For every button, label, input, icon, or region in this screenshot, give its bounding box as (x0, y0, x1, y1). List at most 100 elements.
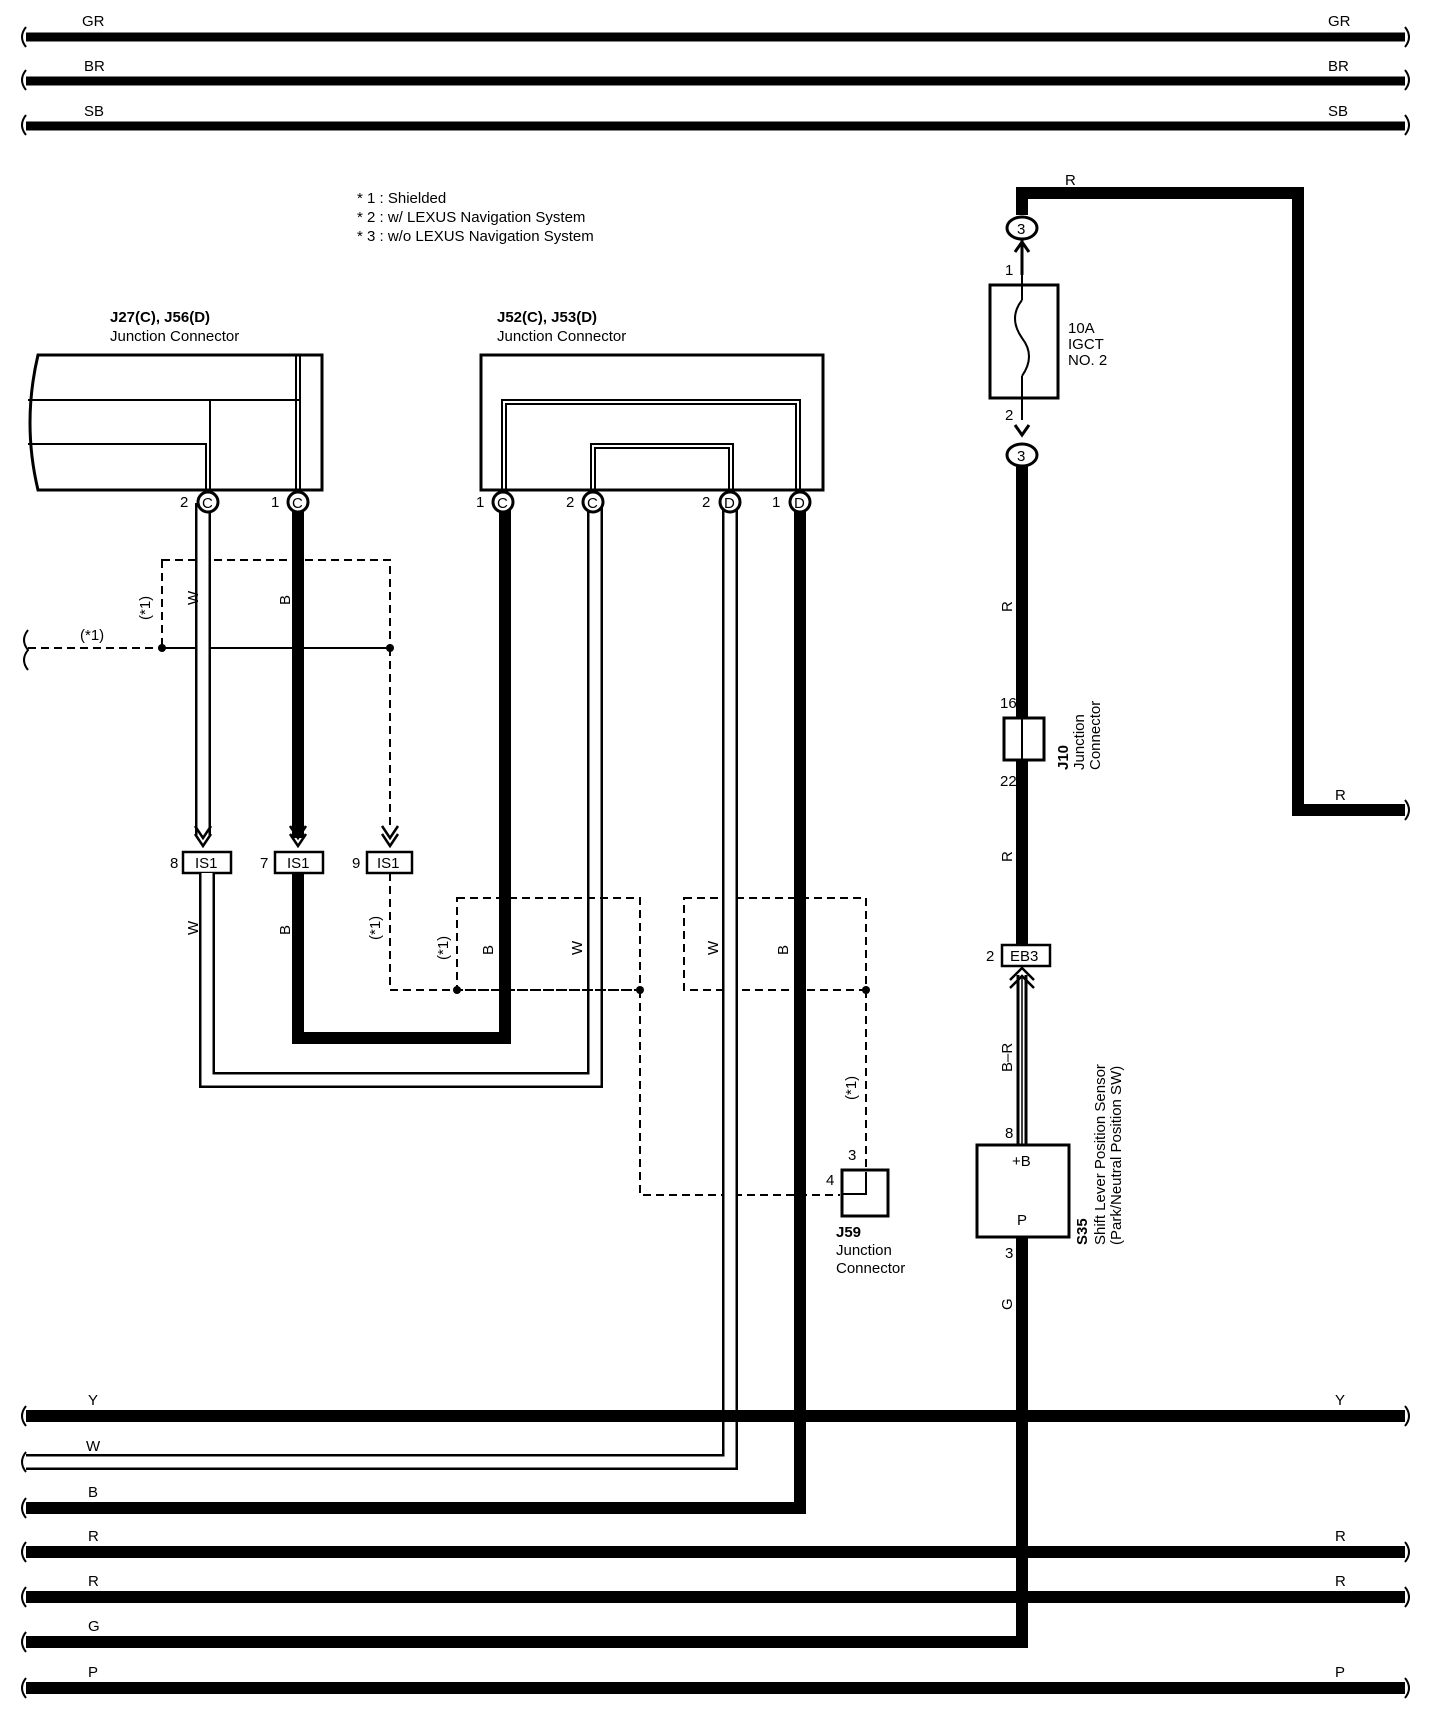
bus-label-b-left: B (88, 1484, 98, 1501)
is1-pin: 7 (260, 855, 268, 872)
j10-name: Junction (1071, 714, 1088, 770)
wire-label-r: R (999, 851, 1016, 862)
j52-pin-letter: C (587, 495, 598, 512)
junction-connector-j52: J52(C), J53(D) Junction Connector (479, 309, 825, 492)
j59-id: J59 (836, 1224, 861, 1241)
bus-label-y-right: Y (1335, 1392, 1345, 1409)
shield-label: (*1) (367, 916, 384, 940)
wire-b-j27: B (277, 503, 304, 838)
wire-label-b: B (277, 595, 294, 605)
bus-label-r1-left: R (88, 1528, 99, 1545)
eb3-pin: 2 (986, 948, 994, 965)
bus-label-p-right: P (1335, 1664, 1345, 1681)
j52-pin-letter: C (497, 495, 508, 512)
wire-label-w: W (185, 920, 202, 935)
wire-label-w: W (705, 940, 722, 955)
shield-label: (*1) (137, 596, 154, 620)
j52-name: Junction Connector (497, 328, 626, 345)
wire-label-b: B (775, 945, 792, 955)
wire-label-r: R (999, 601, 1016, 612)
shield-junction-dot (862, 986, 870, 994)
shield-label: (*1) (80, 627, 104, 644)
j59-name: Junction (836, 1242, 892, 1259)
wire-label-r: R (1335, 787, 1346, 804)
wire-br: B–R (999, 975, 1028, 1145)
legend-with-nav: * 2 : w/ LEXUS Navigation System (357, 209, 585, 226)
bus-label-r1-right: R (1335, 1528, 1346, 1545)
j27-id: J27(C), J56(D) (110, 309, 210, 326)
bus-label-g-left: G (88, 1618, 100, 1635)
shift-lever-sensor-s35: +B P 8 3 S35 Shift Lever Position Sensor… (975, 1064, 1125, 1262)
j52-pin-number: 1 (772, 494, 780, 511)
wire-label-br: B–R (999, 1043, 1016, 1072)
shield-label: (*1) (843, 1076, 860, 1100)
s35-terminal-bottom: P (1017, 1212, 1027, 1229)
jb-number: 3 (1017, 221, 1025, 238)
bus-label-br-right: BR (1328, 58, 1349, 75)
shield-junction-dot (453, 986, 461, 994)
s35-subname: (Park/Neutral Position SW) (1108, 1066, 1125, 1245)
is1-code: IS1 (287, 855, 310, 872)
s35-name: Shift Lever Position Sensor (1092, 1064, 1109, 1245)
wire-b-bottom: B (26, 503, 806, 1514)
j27-pins: C 2 C 1 (180, 490, 310, 514)
bus-label-gr-left: GR (82, 13, 105, 30)
j27-pin-number: 1 (271, 494, 279, 511)
j52-pin-number: 2 (566, 494, 574, 511)
connector-eb3: EB3 2 (986, 943, 1052, 989)
bus-label-w-left: W (86, 1438, 101, 1455)
is1-pin: 8 (170, 855, 178, 872)
j52-pin-letter: D (724, 495, 735, 512)
shield-junction-dot (158, 644, 166, 652)
bus-label-r2-left: R (88, 1573, 99, 1590)
j59-pin-left: 4 (826, 1172, 834, 1189)
j10-name: Connector (1087, 701, 1104, 770)
wire-label-w: W (185, 590, 202, 605)
legend: * 1 : Shielded * 2 : w/ LEXUS Navigation… (357, 190, 594, 245)
fuse-pin-top: 1 (1005, 262, 1013, 279)
s35-pin-top: 8 (1005, 1125, 1013, 1142)
is1-code: IS1 (377, 855, 400, 872)
legend-without-nav: * 3 : w/o LEXUS Navigation System (357, 228, 594, 245)
wire-r-vertical: R R (999, 466, 1028, 955)
bus-label-gr-right: GR (1328, 13, 1351, 30)
wire-r-top: R R (1016, 172, 1410, 821)
junction-connector-j59: 3 4 J59 Junction Connector (826, 1147, 905, 1277)
is1-code: IS1 (195, 855, 218, 872)
j52-pins: C C D D 1 2 2 1 (476, 490, 812, 514)
bottom-bus-group: Y Y W B R R R R G P P (21, 1392, 1410, 1699)
s35-terminal-top: +B (1012, 1153, 1031, 1170)
fuse-pin-bottom: 2 (1005, 407, 1013, 424)
j10-pin-top: 16 (1000, 695, 1017, 712)
bus-label-y-left: Y (88, 1392, 98, 1409)
wire-g: G (26, 1237, 1028, 1648)
shield-junction-dot (386, 644, 394, 652)
wire-w-loop: W W (185, 503, 603, 1088)
j10-id: J10 (1055, 745, 1072, 770)
j10-pin-bottom: 22 (1000, 773, 1017, 790)
wire-label-g: G (999, 1298, 1016, 1310)
wire-w-bottom: W (26, 503, 738, 1470)
wire-b-loop: B B (277, 503, 511, 1044)
s35-id: S35 (1074, 1218, 1091, 1245)
top-bus-group: GR GR BR BR SB SB (21, 13, 1410, 136)
is1-connectors: IS1 IS1 IS1 8 7 9 (170, 825, 414, 875)
j27-pin-letter: C (202, 495, 213, 512)
shield-label: (*1) (435, 936, 452, 960)
wire-w-j27: W (185, 503, 211, 835)
j59-pin-top: 3 (848, 1147, 856, 1164)
j27-pin-number: 2 (180, 494, 188, 511)
shield-junction-dot (636, 986, 644, 994)
s35-pin-bottom: 3 (1005, 1245, 1013, 1262)
bus-label-r2-right: R (1335, 1573, 1346, 1590)
bus-label-sb-left: SB (84, 103, 104, 120)
fuse-amps: 10A (1068, 320, 1095, 337)
junction-connector-j27: J27(C), J56(D) Junction Connector (28, 309, 324, 492)
j59-name: Connector (836, 1260, 905, 1277)
is1-pin: 9 (352, 855, 360, 872)
eb3-code: EB3 (1010, 948, 1038, 965)
bus-label-p-left: P (88, 1664, 98, 1681)
j52-id: J52(C), J53(D) (497, 309, 597, 326)
j52-pin-number: 1 (476, 494, 484, 511)
